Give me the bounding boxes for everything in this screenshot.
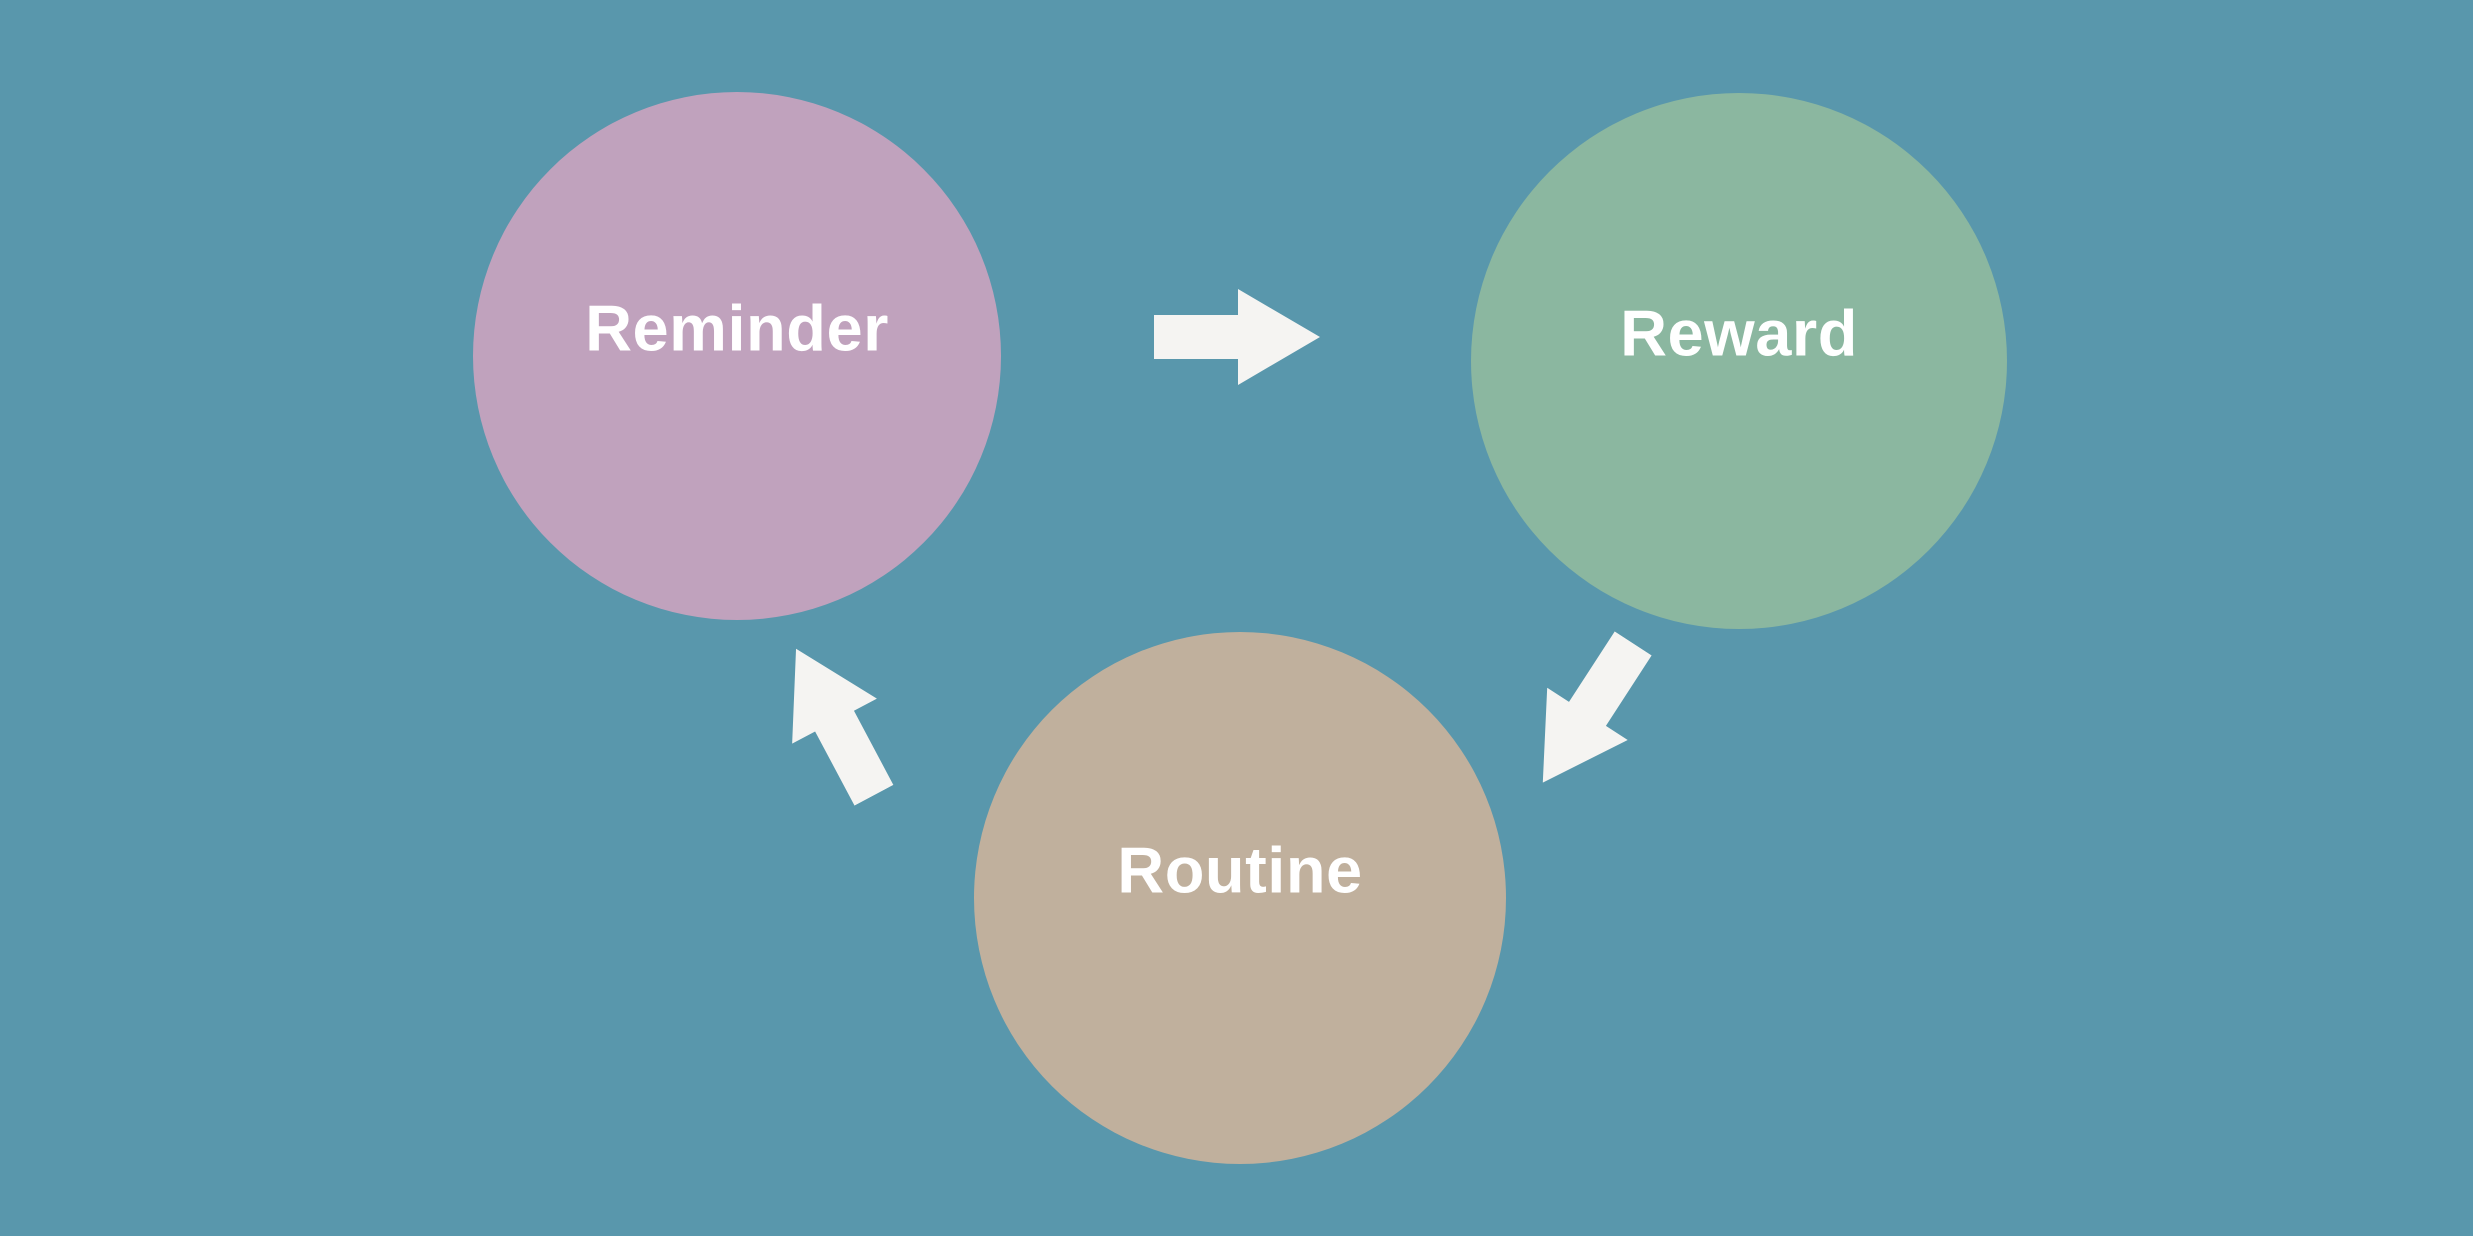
arrow-right-icon (1154, 289, 1320, 385)
node-reminder-label: Reminder (585, 291, 889, 365)
arrow-up-left-icon (792, 648, 894, 806)
arrow-down-left-icon (1542, 631, 1652, 783)
node-routine-label: Routine (1117, 833, 1363, 907)
node-reminder: Reminder (473, 92, 1001, 620)
arrow-reward-to-routine-icon (1542, 631, 1652, 783)
arrow-reminder-to-reward-icon (1154, 289, 1320, 385)
node-reward: Reward (1471, 93, 2007, 629)
node-routine: Routine (974, 632, 1506, 1164)
node-reward-label: Reward (1620, 296, 1858, 370)
arrow-routine-to-reminder-icon (792, 648, 894, 806)
